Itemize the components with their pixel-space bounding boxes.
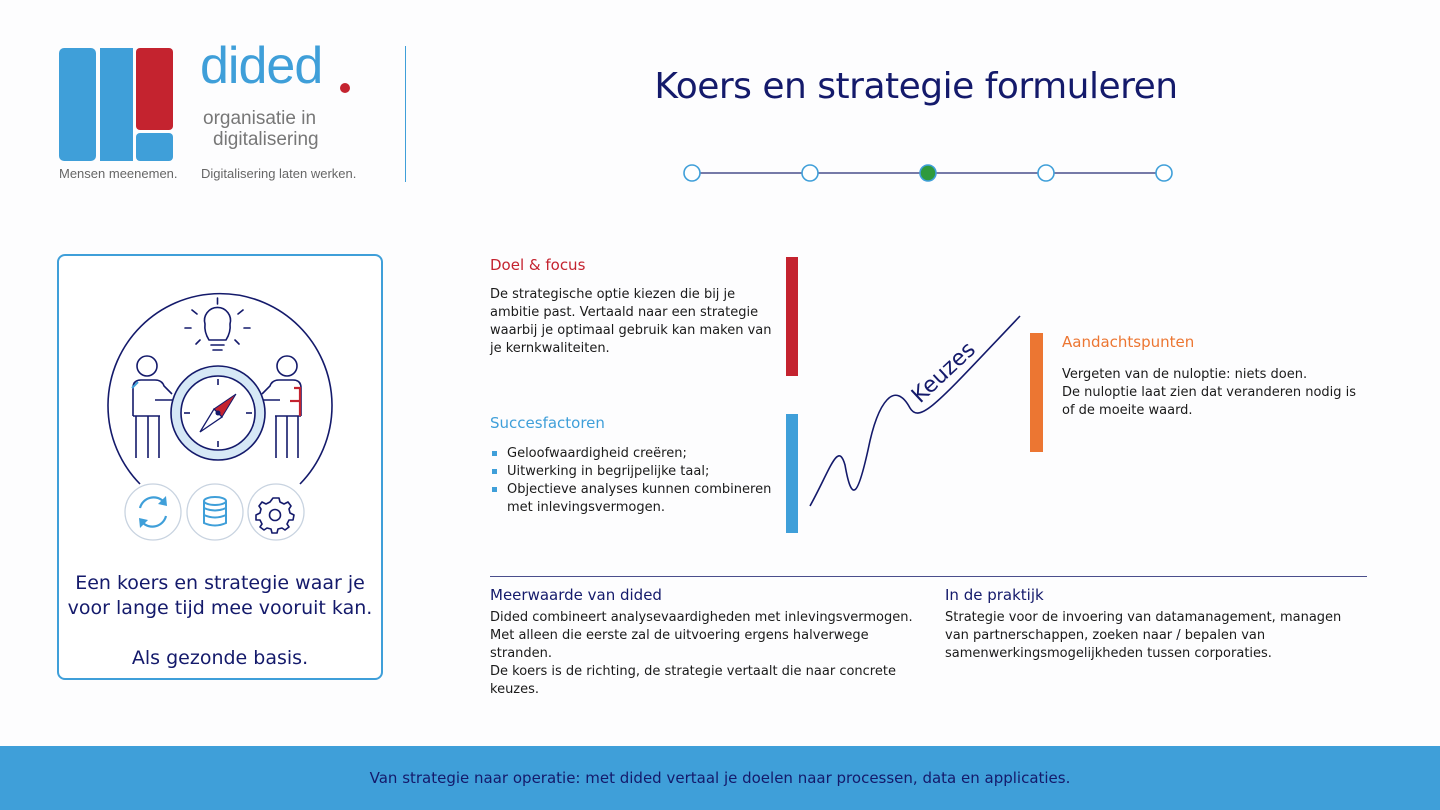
database-icon <box>186 483 244 541</box>
aandacht-accent-bar <box>1030 333 1043 452</box>
stepper-dot-active <box>919 164 937 182</box>
dided-logo-mark <box>59 48 173 161</box>
logo-wordmark: dided <box>200 37 323 95</box>
list-item: Objectieve analyses kunnen combineren me… <box>490 481 780 517</box>
doel-focus-title: Doel & focus <box>490 256 586 274</box>
aandachtspunten-line1: Vergeten van de nuloptie: niets doen. <box>1062 367 1308 382</box>
logo-subtitle-line2: digitalisering <box>213 129 319 150</box>
list-item: Geloofwaardigheid creëren; <box>490 445 780 463</box>
footer-text: Van strategie naar operatie: met dided v… <box>369 769 1071 787</box>
meerwaarde-line2: De koers is de richting, de strategie ve… <box>490 664 896 697</box>
gear-icon <box>247 483 305 541</box>
progress-stepper <box>683 164 1173 182</box>
doel-accent-bar <box>786 257 798 376</box>
card-text-main: Een koers en strategie waar je voor lang… <box>67 572 373 619</box>
logo-subtitle: organisatie in digitalisering <box>203 108 319 150</box>
footer-banner: Van strategie naar operatie: met dided v… <box>0 746 1440 810</box>
lightbulb-icon <box>184 297 251 351</box>
praktijk-title: In de praktijk <box>945 586 1044 604</box>
card-text: Een koers en strategie waar je voor lang… <box>62 571 378 671</box>
logo-tagline-left: Mensen meenemen. <box>59 166 178 181</box>
doel-focus-body: De strategische optie kiezen die bij je … <box>490 287 772 356</box>
meerwaarde-line1: Dided combineert analysevaardigheden met… <box>490 610 913 661</box>
stepper-dot <box>683 164 701 182</box>
aandachtspunten-title: Aandachtspunten <box>1062 333 1195 351</box>
person-icon <box>258 355 302 458</box>
stepper-dot <box>801 164 819 182</box>
info-card <box>57 254 383 680</box>
keuzes-label: Keuzes <box>907 337 981 408</box>
succesfactoren-list: Geloofwaardigheid creëren; Uitwerking in… <box>490 445 780 517</box>
page-title: Koers en strategie formuleren <box>654 66 1178 107</box>
logo-tagline-right: Digitalisering laten werken. <box>201 166 357 181</box>
stepper-dot <box>1037 164 1055 182</box>
meerwaarde-body: Dided combineert analysevaardigheden met… <box>490 609 920 699</box>
strategy-illustration <box>107 292 333 541</box>
praktijk-body: Strategie voor de invoering van datamana… <box>945 610 1342 661</box>
meerwaarde-title: Meerwaarde van dided <box>490 586 662 604</box>
logo-divider <box>405 46 406 182</box>
aandachtspunten-line2: De nuloptie laat zien dat veranderen nod… <box>1062 385 1357 418</box>
logo-dot <box>340 83 350 93</box>
compass-icon <box>170 365 266 461</box>
logo-subtitle-line1: organisatie in <box>203 108 317 129</box>
succes-accent-bar <box>786 414 798 533</box>
succesfactoren-title: Succesfactoren <box>490 414 605 432</box>
aandachtspunten-body: Vergeten van de nuloptie: niets doen. De… <box>1062 366 1362 420</box>
keuzes-curve: Keuzes <box>809 315 1021 507</box>
section-divider <box>490 576 1367 577</box>
refresh-icon <box>124 483 182 541</box>
list-item: Uitwerking in begrijpelijke taal; <box>490 463 780 481</box>
stepper-dot <box>1155 164 1173 182</box>
card-text-sub: Als gezonde basis. <box>131 647 309 669</box>
